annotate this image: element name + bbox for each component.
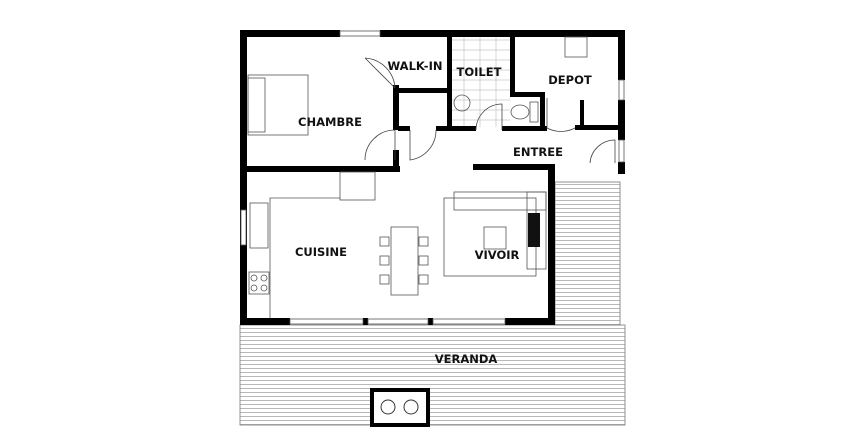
wardrobe (339, 171, 376, 201)
room-label-entree: ENTREE (513, 145, 563, 159)
stove (248, 271, 270, 295)
toilet-bowl (510, 104, 530, 120)
dining-table (390, 226, 419, 296)
room-label-toilet: TOILET (457, 65, 502, 79)
room-label-veranda: VERANDA (435, 352, 498, 366)
veranda-deck (239, 181, 626, 426)
coffee-table (483, 226, 507, 250)
windows (240, 30, 625, 325)
room-label-depot: DEPOT (548, 73, 592, 87)
furniture (247, 36, 588, 318)
sink (249, 202, 269, 249)
sofa (453, 191, 547, 211)
doors (364, 57, 616, 164)
walls (240, 30, 625, 325)
room-label-walk-in: WALK-IN (388, 59, 443, 73)
washbasin (453, 94, 471, 112)
room-label-vivoir: VIVOIR (475, 248, 520, 262)
planter-box (370, 388, 430, 427)
room-label-chambre: CHAMBRE (298, 115, 362, 129)
toilet-tiles (452, 37, 510, 127)
room-label-cuisine: CUISINE (295, 245, 347, 259)
depot-shelf (564, 36, 588, 58)
tv (528, 213, 540, 247)
